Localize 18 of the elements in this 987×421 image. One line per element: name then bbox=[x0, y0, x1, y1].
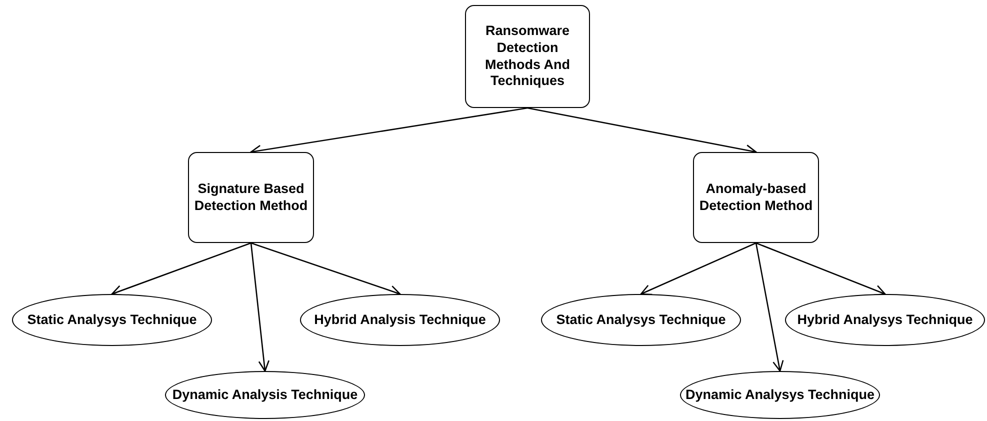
method-box bbox=[188, 152, 314, 243]
node-label: Static Analysys Technique bbox=[27, 312, 197, 328]
arrow bbox=[755, 242, 784, 372]
method-box bbox=[465, 5, 590, 108]
node-label: Signature Based Detection Method bbox=[193, 180, 309, 214]
node-label: Dynamic Analysis Technique bbox=[172, 386, 358, 404]
node-label: Static Analysys Technique bbox=[556, 312, 726, 328]
node-label: Anomaly-based Detection Method bbox=[698, 180, 814, 214]
node-label: Dynamic Analysys Technique bbox=[685, 386, 875, 404]
arrow bbox=[640, 242, 756, 296]
node-label: Hybrid Analysis Technique bbox=[314, 312, 486, 328]
method-box bbox=[693, 152, 819, 243]
node-label: Hybrid Analysys Technique bbox=[797, 312, 973, 328]
arrow bbox=[250, 242, 401, 296]
arrow bbox=[111, 242, 252, 296]
node-label: Ransomware Detection Methods And Techniques bbox=[484, 22, 571, 90]
arrow bbox=[756, 242, 886, 296]
arrow bbox=[250, 242, 270, 372]
